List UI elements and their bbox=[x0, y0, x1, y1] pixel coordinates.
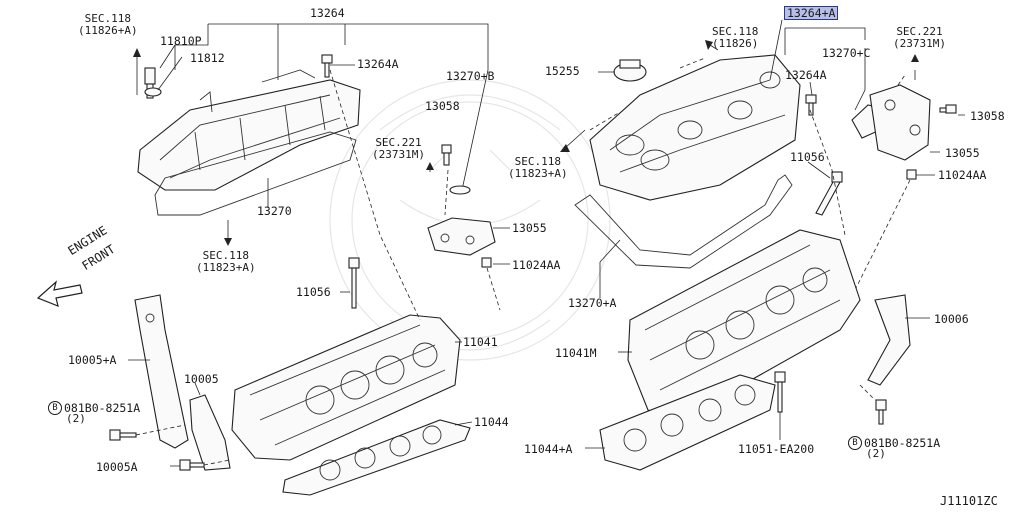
bolt-081b0-right[interactable] bbox=[875, 399, 887, 425]
sec-ref-118-top-right[interactable]: SEC.118 (11826) bbox=[712, 26, 758, 49]
bracket-10006[interactable] bbox=[867, 294, 911, 386]
label-13270b[interactable]: 13270+B bbox=[446, 69, 495, 83]
sec-ref-118-bottom-left[interactable]: SEC.118 (11823+A) bbox=[196, 250, 256, 273]
valve-cover-gasket-left[interactable] bbox=[154, 131, 357, 216]
sec-ref-line1: SEC.118 bbox=[514, 155, 561, 168]
label-11812[interactable]: 11812 bbox=[190, 51, 225, 65]
gasket-13270b[interactable] bbox=[449, 185, 471, 195]
vtc-cover-13055-left[interactable] bbox=[427, 217, 496, 256]
bolt-code-left[interactable]: B 081B0-8251A bbox=[48, 401, 140, 415]
head-bolt-11056-left[interactable] bbox=[348, 257, 360, 309]
seal-11024aa-right[interactable] bbox=[906, 169, 917, 180]
cylinder-head-right[interactable] bbox=[627, 229, 861, 421]
label-11024aa-right[interactable]: 11024AA bbox=[938, 168, 987, 182]
sec-ref-221-right[interactable]: SEC.221 (23731M) bbox=[893, 26, 946, 49]
label-13264a-right[interactable]: 13264A bbox=[785, 68, 827, 82]
label-13058-left[interactable]: 13058 bbox=[425, 99, 460, 113]
label-13055-right[interactable]: 13055 bbox=[945, 146, 980, 160]
label-15255[interactable]: 15255 bbox=[545, 64, 580, 78]
bracket-10005a[interactable] bbox=[134, 294, 189, 449]
sec-ref-line1: SEC.221 bbox=[375, 136, 422, 149]
valve-cover-right[interactable] bbox=[589, 54, 801, 201]
sec-ref-line2: (23731M) bbox=[893, 36, 946, 50]
head-bolt-11056-right[interactable] bbox=[815, 171, 843, 216]
sec-ref-221-middle[interactable]: SEC.221 (23731M) bbox=[372, 137, 425, 160]
sec-ref-line1: SEC.221 bbox=[896, 25, 943, 38]
bolt-081b0-left[interactable] bbox=[109, 429, 137, 441]
label-10006[interactable]: 10006 bbox=[934, 312, 969, 326]
label-11044[interactable]: 11044 bbox=[474, 415, 509, 429]
seal-11024aa-left[interactable] bbox=[481, 257, 492, 268]
sec-ref-line2: (11823+A) bbox=[196, 260, 256, 274]
label-11810p[interactable]: 11810P bbox=[160, 34, 202, 48]
label-13264-plus-a[interactable]: 13264+A bbox=[784, 6, 839, 20]
valve-cover-left[interactable] bbox=[137, 69, 361, 191]
label-11056-left[interactable]: 11056 bbox=[296, 285, 331, 299]
cylinder-head-left[interactable] bbox=[231, 314, 461, 461]
bolt-code-right[interactable]: B 081B0-8251A bbox=[848, 436, 940, 450]
label-10005[interactable]: 10005 bbox=[184, 372, 219, 386]
label-10005a[interactable]: 10005+A bbox=[68, 353, 117, 367]
bolt-13058-left[interactable] bbox=[441, 144, 452, 166]
bolt-qty-left: (2) bbox=[66, 412, 86, 425]
bolt-11051-ea200[interactable] bbox=[774, 371, 786, 413]
vtc-cover-13055-right[interactable] bbox=[869, 84, 931, 161]
bolt-code-text: 081B0-8251A bbox=[64, 401, 141, 415]
sec-ref-118-middle-right[interactable]: SEC.118 (11823+A) bbox=[508, 156, 568, 179]
label-10005a-bolt[interactable]: 10005A bbox=[96, 460, 138, 474]
label-13270a[interactable]: 13270+A bbox=[568, 296, 617, 310]
label-13264a-left[interactable]: 13264A bbox=[357, 57, 399, 71]
label-11041[interactable]: 11041 bbox=[463, 335, 498, 349]
sec-ref-line1: SEC.118 bbox=[84, 12, 131, 25]
head-gasket-right-11044a[interactable] bbox=[599, 374, 776, 471]
sec-ref-line1: SEC.118 bbox=[712, 25, 759, 38]
label-13264[interactable]: 13264 bbox=[310, 6, 345, 20]
engine-front-arrow bbox=[36, 280, 83, 307]
bracket-10005[interactable] bbox=[189, 394, 231, 471]
label-13270c[interactable]: 13270+C bbox=[822, 46, 871, 60]
sec-ref-line2: (11823+A) bbox=[508, 166, 568, 180]
label-11056-right[interactable]: 11056 bbox=[790, 150, 825, 164]
sec-ref-line2: (11826+A) bbox=[78, 23, 138, 37]
sec-ref-line1: SEC.118 bbox=[202, 249, 249, 262]
bolt-13058-right[interactable] bbox=[939, 104, 957, 114]
valve-cover-gasket-right[interactable] bbox=[574, 174, 793, 269]
label-11044a[interactable]: 11044+A bbox=[524, 442, 573, 456]
label-13270[interactable]: 13270 bbox=[257, 204, 292, 218]
grommet-11812[interactable] bbox=[144, 87, 162, 97]
head-gasket-left-11044[interactable] bbox=[282, 419, 471, 496]
bolt-qty-right: (2) bbox=[866, 447, 886, 460]
diagram-id: J11101ZC bbox=[940, 494, 998, 508]
sec-ref-118-top-left[interactable]: SEC.118 (11826+A) bbox=[78, 13, 138, 36]
label-11024aa-left[interactable]: 11024AA bbox=[512, 258, 561, 272]
bolt-10005a[interactable] bbox=[179, 459, 205, 471]
label-13055-left[interactable]: 13055 bbox=[512, 221, 547, 235]
sec-ref-line2: (11826) bbox=[712, 36, 759, 50]
bolt-13264a-right[interactable] bbox=[805, 94, 817, 116]
label-11051-ea200[interactable]: 11051-EA200 bbox=[738, 442, 815, 456]
oil-filler-cap-15255[interactable] bbox=[613, 59, 647, 82]
label-13058-right[interactable]: 13058 bbox=[970, 109, 1005, 123]
sec-ref-line2: (23731M) bbox=[372, 147, 425, 161]
bolt-13264a-left[interactable] bbox=[321, 54, 333, 78]
label-11041m[interactable]: 11041M bbox=[555, 346, 597, 360]
bolt-circle-marker: B bbox=[848, 436, 862, 450]
bolt-circle-marker: B bbox=[48, 401, 62, 415]
bolt-code-text: 081B0-8251A bbox=[864, 436, 941, 450]
